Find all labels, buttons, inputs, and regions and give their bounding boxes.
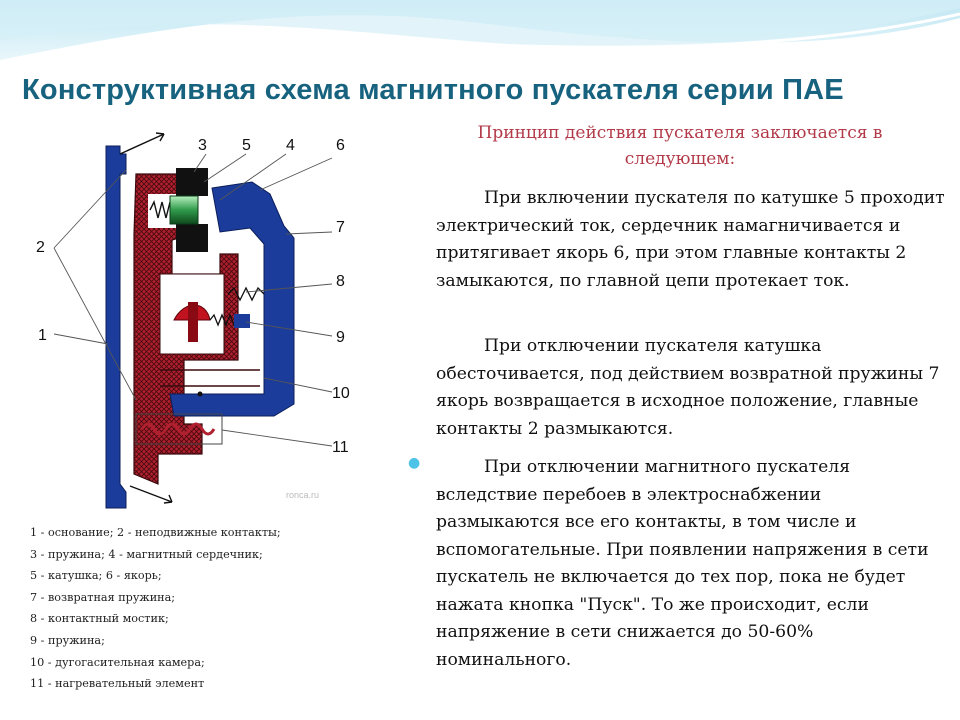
- callout-5: 5: [242, 137, 251, 154]
- callout-2: 2: [36, 239, 45, 256]
- legend-line: 3 - пружина; 4 - магнитный сердечник;: [30, 547, 263, 561]
- callout-4: 4: [286, 137, 295, 154]
- paragraph-switch-on: При включении пускателя по катушке 5 про…: [436, 188, 945, 291]
- legend-line: 9 - пружина;: [30, 633, 105, 647]
- spring-9: [209, 313, 239, 327]
- slide-title: Конструктивная схема магнитного пускател…: [22, 74, 844, 106]
- bullet-icon: ●: [408, 455, 421, 471]
- figure-legend: 1 - основание; 2 - неподвижные контакты;…: [30, 522, 360, 695]
- callout-11: 11: [332, 439, 349, 456]
- callout-9: 9: [336, 329, 345, 346]
- callout-1: 1: [38, 327, 47, 344]
- legend-line: 1 - основание; 2 - неподвижные контакты;: [30, 526, 281, 539]
- armature: [169, 181, 295, 417]
- heater-element-box: [135, 413, 223, 445]
- paragraph-switch-off: При отключении пускателя катушка обесточ…: [436, 336, 940, 439]
- heater-element: [140, 422, 216, 436]
- input-lead: [119, 133, 165, 155]
- legend-line: 10 - дугогасительная камера;: [30, 655, 205, 669]
- callout-10: 10: [332, 385, 350, 402]
- legend-line: 11 - нагревательный элемент: [30, 677, 205, 691]
- base-plate: [105, 145, 127, 509]
- header-wave-background: [0, 0, 960, 90]
- paragraph-power-loss: При отключении магнитного пускателя всле…: [436, 457, 929, 670]
- figure-watermark: ronca.ru: [286, 490, 319, 500]
- intro-heading: Принцип действия пускателя заключается в…: [477, 123, 883, 169]
- coil: [176, 168, 208, 196]
- legend-line: 5 - катушка; 6 - якорь;: [30, 569, 162, 583]
- callout-3: 3: [198, 137, 207, 154]
- legend-line: 7 - возвратная пружина;: [30, 590, 176, 604]
- return-spring: [227, 286, 265, 302]
- output-lead: [129, 485, 173, 503]
- callout-6: 6: [336, 137, 345, 154]
- legend-line: 8 - контактный мостик;: [30, 612, 169, 626]
- starter-schematic-diagram: 3 5 4 6 7 8 9 10 11 2 1 ronca.ru: [24, 124, 360, 516]
- callout-7: 7: [336, 219, 345, 236]
- callout-8: 8: [336, 273, 345, 290]
- magnetic-core: [169, 195, 199, 225]
- arc-chamber: [160, 369, 260, 387]
